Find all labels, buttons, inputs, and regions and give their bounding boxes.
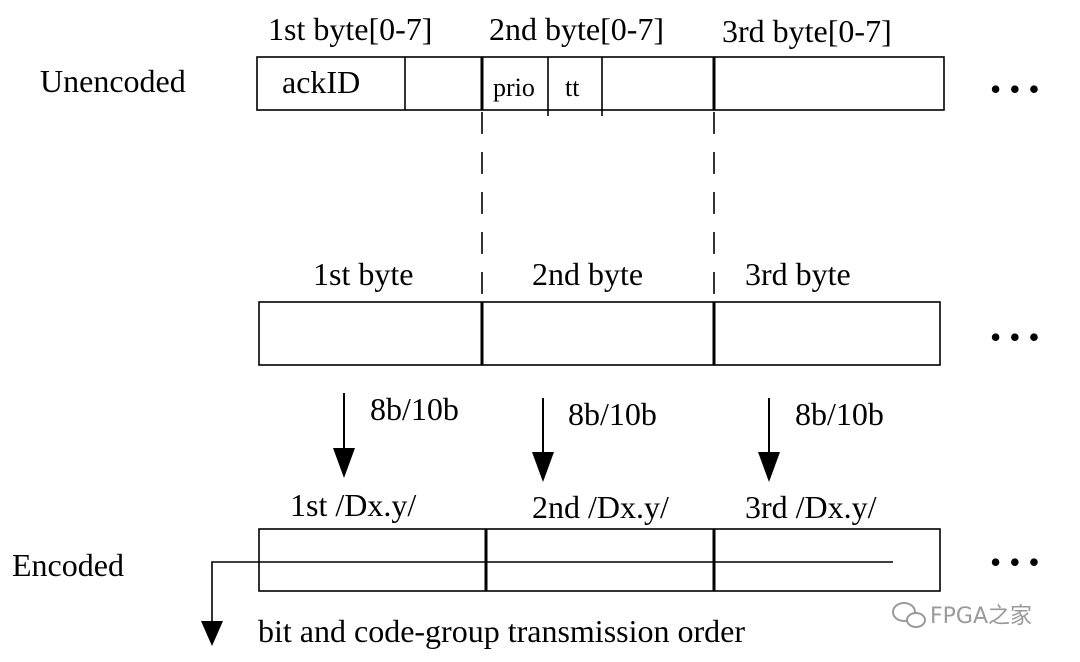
byte2-label: 2nd byte [532,256,643,292]
byte-row-ellipsis: • • • [990,319,1040,355]
byte-box [258,301,941,366]
watermark-text: FPGA之家 [930,604,1032,629]
transmission-order-arrow [201,561,893,646]
encoding-arrow-3 [758,398,780,482]
encoded-ellipsis: • • • [990,544,1040,580]
unencoded-byte-box [256,56,945,116]
encoded-byte1-label: 1st /Dx.y/ [290,487,416,523]
encoded-row-label: Encoded [12,547,124,583]
encoded-code-group-box [258,528,941,592]
byte3-label: 3rd byte [745,256,851,292]
field-prio: prio [493,73,535,102]
unencoded-byte1-label: 1st byte[0-7] [268,11,432,47]
encoding-arrow-1 [333,393,355,478]
encoded-byte2-label: 2nd /Dx.y/ [532,489,669,525]
encoding-label-1: 8b/10b [370,391,459,427]
unencoded-ellipsis: • • • [990,71,1040,107]
unencoded-byte2-label: 2nd byte[0-7] [489,11,664,47]
encoding-label-2: 8b/10b [568,396,657,432]
encoding-label-3: 8b/10b [795,396,884,432]
encoding-arrow-2 [532,398,554,482]
unencoded-row-label: Unencoded [40,63,186,99]
transmission-order-label: bit and code-group transmission order [258,613,745,649]
wechat-icon [892,602,926,628]
encoded-byte3-label: 3rd /Dx.y/ [745,489,877,525]
field-ackid: ackID [282,64,360,100]
byte1-label: 1st byte [313,256,413,292]
unencoded-byte3-label: 3rd byte[0-7] [722,13,892,49]
field-tt: tt [565,73,580,102]
